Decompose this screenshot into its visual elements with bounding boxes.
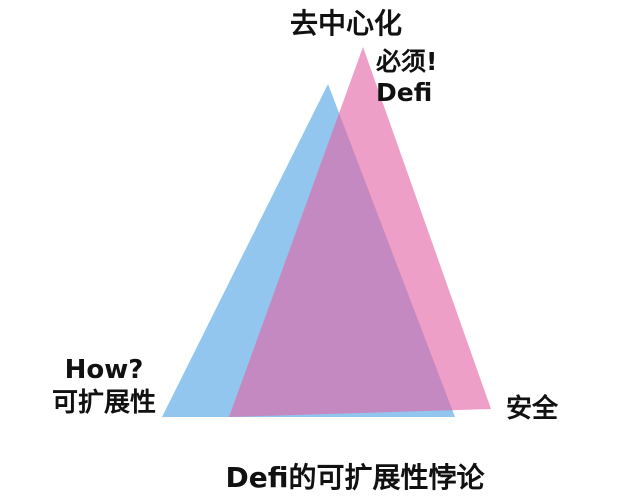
- label-how: How?: [64, 355, 144, 385]
- label-security: 安全: [506, 394, 559, 424]
- label-scalability: 可扩展性: [51, 388, 156, 418]
- label-must: 必须!: [376, 47, 438, 76]
- label-must-defi: 必须! Defi: [376, 46, 437, 108]
- label-scalability-block: How? 可扩展性: [34, 354, 174, 420]
- diagram-title: Defi的可扩展性悖论: [225, 461, 485, 494]
- label-defi: Defi: [376, 78, 433, 107]
- label-decentralization: 去中心化: [289, 7, 403, 40]
- pink-defi-triangle: [229, 47, 491, 417]
